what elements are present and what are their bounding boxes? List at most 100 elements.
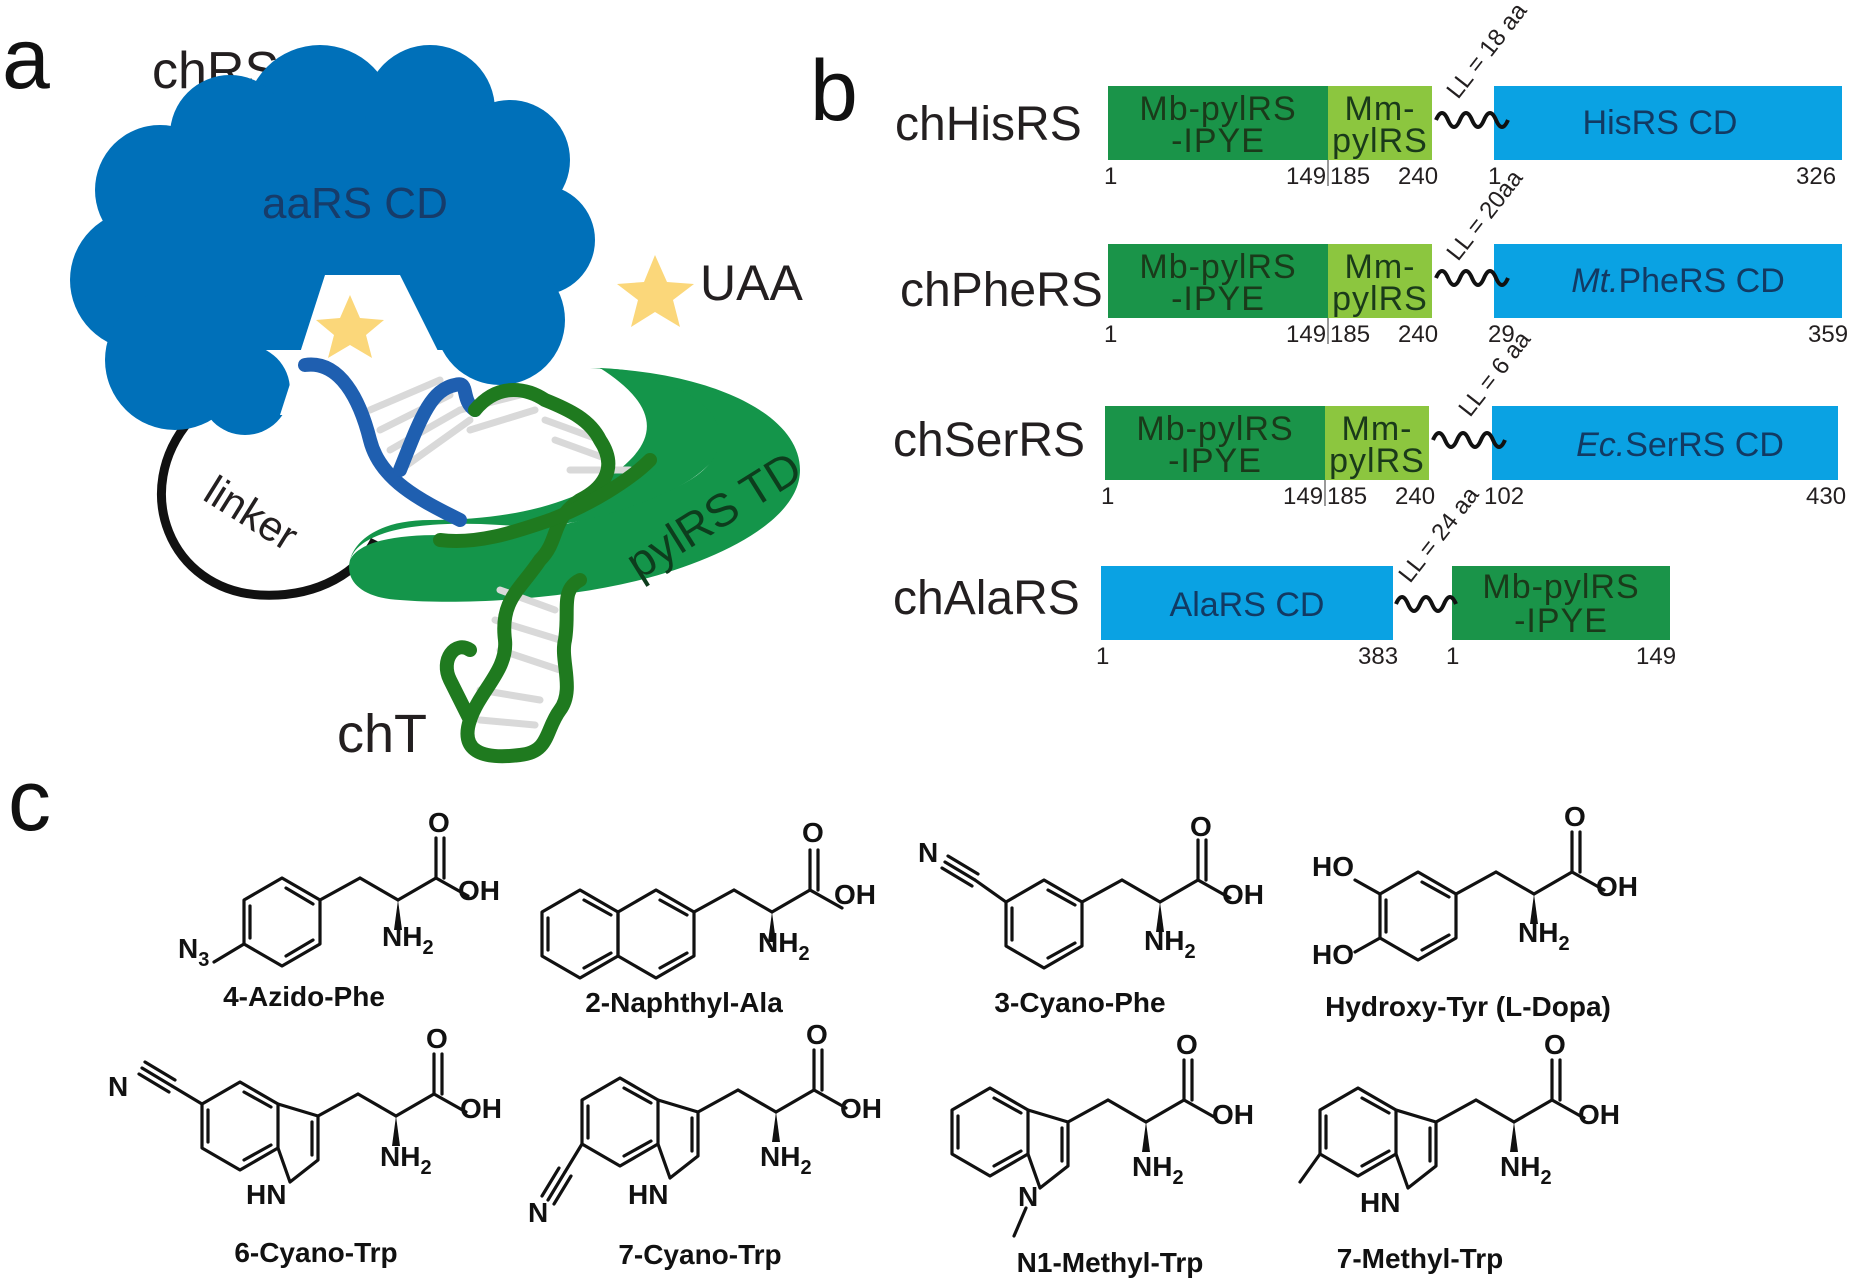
atom-label: O bbox=[1564, 801, 1586, 832]
compound-4-azido-phe: O OH NH2 N3 4-Azido-Phe bbox=[178, 807, 500, 1012]
uaa-label: UAA bbox=[700, 255, 803, 311]
domain-label: -IPYE bbox=[1171, 122, 1265, 160]
compound-7-cyano-trp: N HN O OH NH2 7-Cyano-Trp bbox=[528, 1019, 882, 1270]
atom-label: N bbox=[918, 837, 938, 868]
linker-wave-icon bbox=[1434, 269, 1510, 287]
cd-label: HisRS CD bbox=[1583, 104, 1738, 142]
atom-label: HN bbox=[628, 1179, 668, 1210]
construct-name: chPheRS bbox=[900, 264, 1103, 317]
atom-label: OH bbox=[1222, 879, 1264, 910]
atom-label: NH2 bbox=[1132, 1151, 1184, 1189]
compound-name: 7-Methyl-Trp bbox=[1337, 1243, 1503, 1274]
domain-label: Mm- bbox=[1342, 410, 1413, 448]
uaa-legend-star-icon bbox=[617, 255, 694, 327]
mb-pylrs-domain bbox=[1452, 566, 1670, 640]
atom-label: NH2 bbox=[382, 921, 434, 959]
compound-name: 6-Cyano-Trp bbox=[234, 1237, 397, 1268]
atom-label: O bbox=[802, 817, 824, 848]
residue-number: 102 bbox=[1484, 483, 1524, 510]
residue-number: 359 bbox=[1808, 321, 1848, 348]
domain-label: Mb-pylRS bbox=[1139, 90, 1296, 128]
atom-label: OH bbox=[460, 1093, 502, 1124]
binding-pocket bbox=[280, 275, 470, 415]
mb-pylrs-domain bbox=[1105, 406, 1325, 480]
compound-l-dopa: HO HO O OH NH2 Hydroxy-Tyr (L-Dopa) bbox=[1312, 801, 1638, 1022]
panel-b-letter: b bbox=[810, 43, 858, 139]
domain-label: pylRS bbox=[1332, 280, 1428, 318]
compound-7-methyl-trp: HN O OH NH2 7-Methyl-Trp bbox=[1298, 1029, 1620, 1274]
compound-name: 7-Cyano-Trp bbox=[618, 1239, 781, 1270]
domain-label: Mb-pylRS bbox=[1482, 568, 1639, 606]
cd-domain bbox=[1494, 244, 1842, 318]
construct-chhisrs: chHisRS Mb-pylRS -IPYE Mm- pylRS HisRS C… bbox=[895, 0, 1842, 190]
trna-structure bbox=[298, 357, 657, 764]
atom-label: N3 bbox=[178, 933, 209, 971]
cht-label: chT bbox=[337, 704, 427, 764]
residue-number: 185 bbox=[1327, 483, 1367, 510]
atom-label: HN bbox=[246, 1179, 286, 1210]
panel-a-letter: a bbox=[2, 11, 50, 107]
compound-6-cyano-trp: N HN O OH NH2 6-Cyano-Trp bbox=[108, 1023, 502, 1268]
atom-label: OH bbox=[834, 879, 876, 910]
linker-curve bbox=[156, 417, 380, 600]
atom-label: OH bbox=[1578, 1099, 1620, 1130]
compound-name: Hydroxy-Tyr (L-Dopa) bbox=[1325, 991, 1611, 1022]
domain-label: -IPYE bbox=[1171, 280, 1265, 318]
compound-name: N1-Methyl-Trp bbox=[1017, 1247, 1204, 1278]
residue-number: 1 bbox=[1101, 483, 1114, 510]
atom-label: OH bbox=[458, 875, 500, 906]
residue-number: 149 bbox=[1283, 483, 1323, 510]
domain-label: Mb-pylRS bbox=[1136, 410, 1293, 448]
atom-label: HN bbox=[1360, 1187, 1400, 1218]
atom-label: O bbox=[1544, 1029, 1566, 1060]
residue-number: 430 bbox=[1806, 483, 1846, 510]
residue-number: 1 bbox=[1104, 321, 1117, 348]
atom-label: N bbox=[1018, 1181, 1038, 1212]
domain-label: Mm- bbox=[1345, 90, 1416, 128]
panel-b: b chHisRS Mb-pylRS -IPYE Mm- pylRS HisRS… bbox=[810, 0, 1848, 670]
cd-label: Ec.SerRS CD bbox=[1576, 426, 1784, 464]
panel-c-letter: c bbox=[8, 753, 51, 849]
residue-number: 29 bbox=[1488, 321, 1515, 348]
construct-name: chHisRS bbox=[895, 98, 1082, 151]
mm-pylrs-domain bbox=[1325, 406, 1429, 480]
uaa-star-icon bbox=[316, 295, 384, 358]
mm-pylrs-domain bbox=[1328, 86, 1432, 160]
residue-number: 149 bbox=[1286, 163, 1326, 190]
domain-label: Mm- bbox=[1345, 248, 1416, 286]
cd-domain bbox=[1492, 406, 1838, 480]
residue-number: 240 bbox=[1398, 321, 1438, 348]
linker-wave-icon bbox=[1434, 111, 1510, 129]
compound-name: 3-Cyano-Phe bbox=[994, 987, 1165, 1018]
mb-pylrs-domain bbox=[1108, 244, 1328, 318]
atom-label: NH2 bbox=[1500, 1151, 1552, 1189]
mm-pylrs-domain bbox=[1328, 244, 1432, 318]
cd-label: Mt.PheRS CD bbox=[1571, 262, 1785, 300]
residue-number: 1 bbox=[1488, 163, 1501, 190]
cd-label: AlaRS CD bbox=[1170, 586, 1325, 624]
residue-number: 1 bbox=[1096, 643, 1109, 670]
domain-label: pylRS bbox=[1329, 442, 1425, 480]
atom-label: NH2 bbox=[758, 927, 810, 965]
residue-number: 240 bbox=[1398, 163, 1438, 190]
atom-label: OH bbox=[1596, 871, 1638, 902]
panel-c: c O OH NH2 N3 4-Azido-Phe bbox=[8, 753, 1638, 1278]
cd-domain bbox=[1494, 86, 1842, 160]
atom-label: O bbox=[428, 807, 450, 838]
atom-label: O bbox=[806, 1019, 828, 1050]
atom-label: N bbox=[108, 1071, 128, 1102]
domain-label: -IPYE bbox=[1514, 602, 1608, 640]
atom-label: O bbox=[1190, 811, 1212, 842]
residue-number: 185 bbox=[1330, 163, 1370, 190]
residue-number: 240 bbox=[1395, 483, 1435, 510]
atom-label: HO bbox=[1312, 939, 1354, 970]
residue-number: 1 bbox=[1446, 643, 1459, 670]
atom-label: NH2 bbox=[1144, 925, 1196, 963]
aars-cd-label: aaRS CD bbox=[262, 179, 448, 228]
cd-domain bbox=[1101, 566, 1393, 640]
linker-label: linker bbox=[196, 467, 306, 560]
atom-label: NH2 bbox=[1518, 917, 1570, 955]
domain-label: pylRS bbox=[1332, 122, 1428, 160]
construct-chpherss: chPheRS Mb-pylRS -IPYE Mm- pylRS Mt.PheR… bbox=[900, 165, 1848, 348]
